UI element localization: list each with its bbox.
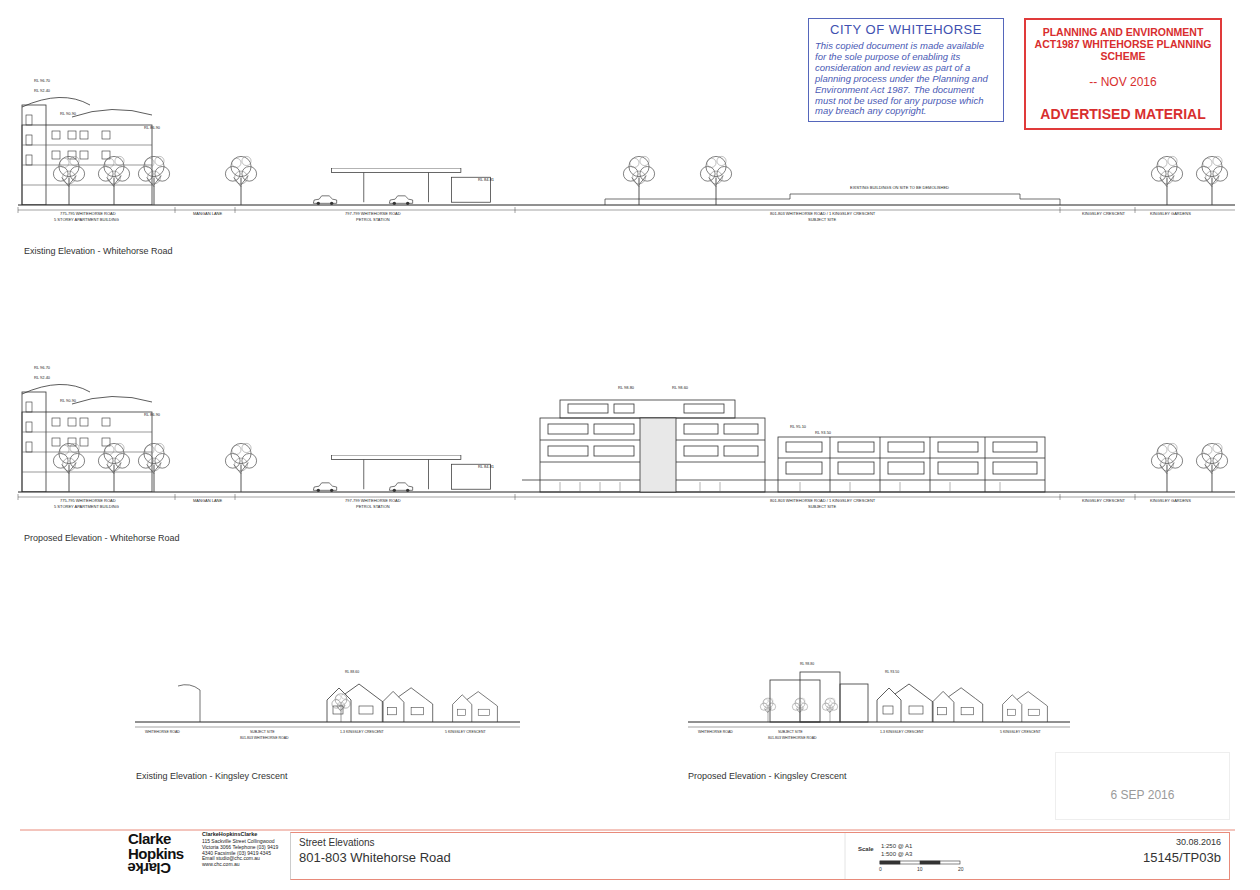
level-tag: RL 90.90 <box>60 112 76 117</box>
title-block: Street Elevations 801-803 Whitehorse Road… <box>290 832 1230 880</box>
level-tag: RL 95.10 <box>790 425 806 430</box>
property-label: KINGSLEY CRESCENT <box>1082 499 1125 504</box>
level-tag: RL 96.70 <box>34 366 50 371</box>
level-tag: RL 96.70 <box>34 79 50 84</box>
drawing-title: 801-803 Whitehorse Road <box>299 851 451 866</box>
property-label: 797-799 WHITEHORSE ROAD <box>345 212 401 217</box>
property-label: 5 KINGSLEY CRESCENT <box>1000 730 1041 734</box>
property-label: SUBJECT SITE <box>250 730 275 734</box>
property-label: 801-803 WHITEHORSE ROAD / 1 KINGSLEY CRE… <box>770 499 875 504</box>
view-title: Existing Elevation - Kingsley Crescent <box>136 771 288 781</box>
property-label: 1-3 KINGSLEY CRESCENT <box>340 730 384 734</box>
property-label: 775-795 WHITEHORSE ROAD <box>60 212 116 217</box>
scale-value: 1:500 @ A3 <box>881 851 912 858</box>
property-label: 775-795 WHITEHORSE ROAD <box>60 499 116 504</box>
level-tag: RL 92.40 <box>34 376 50 381</box>
view-title: Existing Elevation - Whitehorse Road <box>24 246 173 256</box>
stamp-heading: ADVERTISED MATERIAL <box>1032 106 1214 122</box>
property-label: WHITEHORSE ROAD <box>145 730 180 734</box>
property-label: 801-803 WHITEHORSE ROAD <box>240 736 289 740</box>
property-label: WHITEHORSE ROAD <box>698 730 733 734</box>
level-tag: RL 90.90 <box>60 399 76 404</box>
scale-number: 10 <box>917 867 923 873</box>
level-tag: RL 93.50 <box>885 670 899 674</box>
logo: Hopkins <box>128 846 184 861</box>
level-tag: RL 84.81 <box>478 465 494 470</box>
view-title: Proposed Elevation - Whitehorse Road <box>24 533 180 543</box>
firm-name: ClarkeHopkinsClarke <box>202 831 257 837</box>
council-stamp: CITY OF WHITEHORSE This copied document i… <box>808 18 1004 122</box>
property-label: KINGSLEY GARDENS <box>1150 212 1191 217</box>
level-tag: RL 98.60 <box>672 386 688 391</box>
property-label: SUBJECT SITE <box>808 505 836 510</box>
property-label: 801-803 WHITEHORSE ROAD / 1 KINGSLEY CRE… <box>770 212 875 217</box>
stamp-date: -- NOV 2016 <box>1032 76 1214 90</box>
property-label: 5 STOREY APARTMENT BUILDING <box>54 218 119 223</box>
stamp-heading: PLANNING AND ENVIRONMENT ACT1987 WHITEHO… <box>1032 26 1214 62</box>
property-label: SUBJECT SITE <box>778 730 803 734</box>
stamp-date: 6 SEP 2016 <box>1056 753 1229 803</box>
drawing-date: 30.08.2016 <box>1176 837 1221 847</box>
property-label: SUBJECT SITE <box>808 218 836 223</box>
drawing-number: 15145/TP03b <box>1143 851 1221 866</box>
level-tag: RL 93.50 <box>815 431 831 436</box>
logo: Clarke <box>128 861 171 876</box>
property-label: 5 KINGSLEY CRESCENT <box>445 730 486 734</box>
view-title: Proposed Elevation - Kingsley Crescent <box>688 771 847 781</box>
scale-number: 20 <box>958 867 964 873</box>
property-label: 1-3 KINGSLEY CRESCENT <box>880 730 924 734</box>
property-label: KINGSLEY GARDENS <box>1150 499 1191 504</box>
property-label: EXISTING BUILDINGS ON SITE TO BE DEMOLIS… <box>850 186 949 191</box>
scale-number: 0 <box>879 867 882 873</box>
property-label: KINGSLEY CRESCENT <box>1082 212 1125 217</box>
level-tag: RL 86.90 <box>144 126 160 131</box>
property-label: PETROL STATION <box>356 218 390 223</box>
level-tag: RL 84.81 <box>478 178 494 183</box>
property-label: 797-799 WHITEHORSE ROAD <box>345 499 401 504</box>
level-tag: RL 88.60 <box>345 670 359 674</box>
level-tag: RL 98.80 <box>800 662 814 666</box>
received-stamp: 6 SEP 2016 <box>1055 752 1230 820</box>
level-tag: RL 92.40 <box>34 89 50 94</box>
stamp-body: This copied document is made available f… <box>815 41 997 117</box>
level-tag: RL 86.90 <box>144 413 160 418</box>
property-label: 5 STOREY APARTMENT BUILDING <box>54 505 119 510</box>
level-tag: RL 98.80 <box>618 386 634 391</box>
property-label: MANGAN LANE <box>193 212 222 217</box>
property-label: PETROL STATION <box>356 505 390 510</box>
scale-label: Scale <box>858 846 874 853</box>
drawing-title: Street Elevations <box>299 837 375 849</box>
logo: Clarke <box>128 831 171 846</box>
property-label: MANGAN LANE <box>193 499 222 504</box>
property-label: 801-803 WHITEHORSE ROAD <box>768 736 817 740</box>
firm-address: 115 Sackville Street Collingwood Victori… <box>202 839 282 868</box>
scale-value: 1:250 @ A1 <box>881 843 912 850</box>
advertised-stamp: PLANNING AND ENVIRONMENT ACT1987 WHITEHO… <box>1024 18 1222 130</box>
stamp-heading: CITY OF WHITEHORSE <box>815 23 997 38</box>
